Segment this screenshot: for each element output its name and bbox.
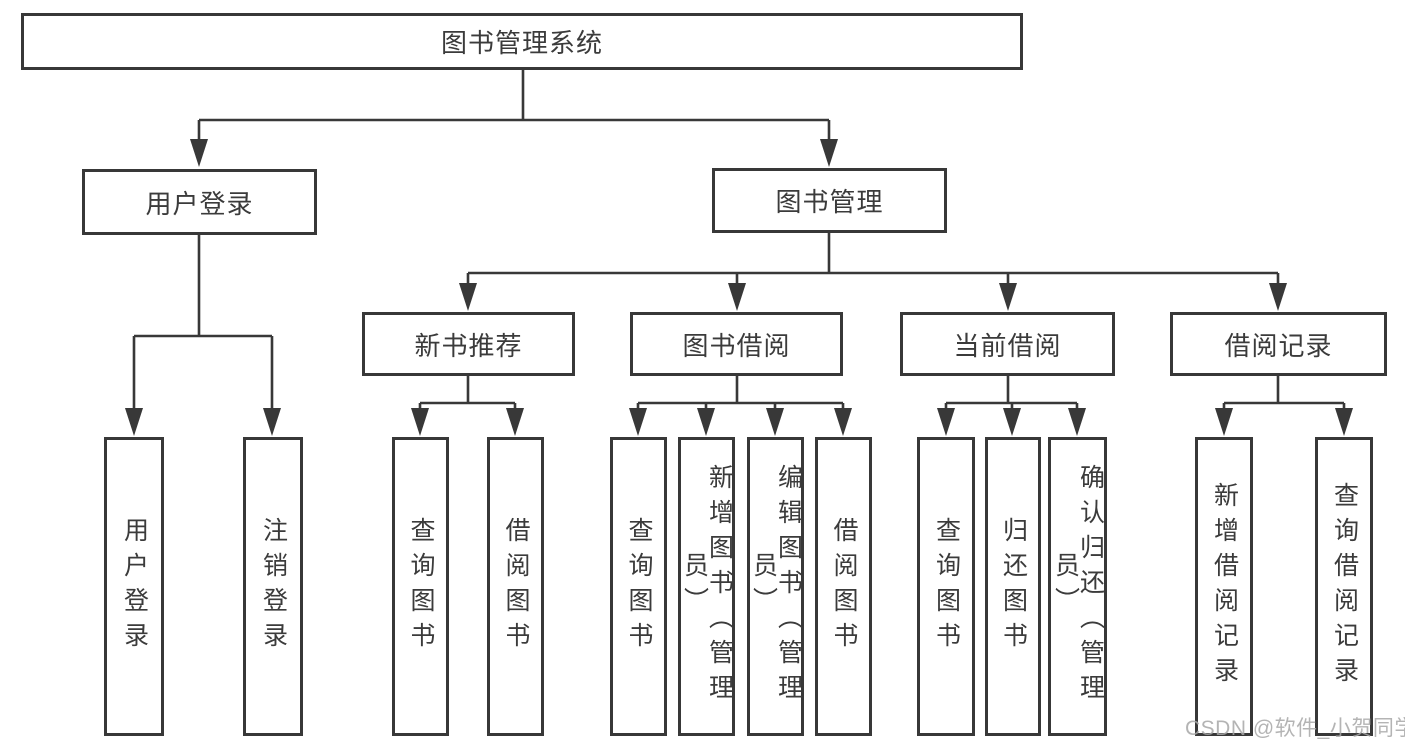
node-root-system: 图书管理系统 [21, 13, 1023, 70]
node-label: 查询图书 [625, 516, 653, 657]
connector-newbook-group [411, 376, 524, 436]
node-label: 确认归还（管理员） [1051, 464, 1105, 709]
node-label: 用户登录 [120, 516, 149, 657]
node-label: 借阅图书 [502, 516, 530, 657]
node-leaf-edit-books-admin: 编辑图书（管理员） [747, 437, 804, 736]
node-current-borrow: 当前借阅 [900, 312, 1115, 376]
node-label: 新增图书（管理员） [680, 464, 734, 709]
node-leaf-user-login: 用户登录 [104, 437, 164, 736]
node-leaf-query-books-3: 查询图书 [917, 437, 975, 736]
node-book-borrow: 图书借阅 [630, 312, 843, 376]
node-label: 编辑图书（管理员） [749, 464, 803, 709]
node-leaf-query-books-2: 查询图书 [610, 437, 667, 736]
node-leaf-add-borrow-record: 新增借阅记录 [1195, 437, 1253, 736]
connector-userlogin-group [125, 235, 281, 436]
node-leaf-query-books-1: 查询图书 [392, 437, 449, 736]
node-label: 查询图书 [407, 516, 435, 657]
node-leaf-return-books: 归还图书 [985, 437, 1041, 736]
node-label: 图书管理系统 [440, 28, 603, 58]
node-label: 图书借阅 [682, 330, 791, 361]
node-borrow-records: 借阅记录 [1170, 312, 1387, 376]
connector-bookborrow-group [629, 376, 852, 436]
node-leaf-borrow-books-1: 借阅图书 [487, 437, 544, 736]
node-book-management: 图书管理 [712, 168, 947, 233]
node-label: 归还图书 [999, 516, 1028, 657]
node-new-book-recommend: 新书推荐 [362, 312, 575, 376]
connector-currentborrow-group [937, 376, 1086, 436]
node-label: 查询借阅记录 [1330, 481, 1359, 692]
node-label: 当前借阅 [953, 330, 1062, 361]
connector-root-to-level2 [190, 70, 838, 167]
node-label: 借阅图书 [830, 516, 858, 657]
node-label: 用户登录 [145, 188, 254, 219]
node-label: 查询图书 [932, 516, 961, 657]
csdn-watermark: CSDN @软件_小贺同学 [1185, 717, 1405, 740]
node-label: 注销登录 [259, 516, 288, 657]
node-label: 新增借阅记录 [1210, 481, 1239, 692]
connector-bookmgmt-to-level3 [459, 233, 1287, 311]
node-leaf-borrow-books-2: 借阅图书 [815, 437, 872, 736]
node-user-login: 用户登录 [82, 169, 317, 235]
node-leaf-confirm-return-admin: 确认归还（管理员） [1048, 437, 1107, 736]
node-leaf-logout: 注销登录 [243, 437, 303, 736]
node-label: 借阅记录 [1224, 330, 1333, 361]
node-leaf-query-borrow-record: 查询借阅记录 [1315, 437, 1373, 736]
node-label: 图书管理 [775, 187, 884, 217]
connector-records-group [1215, 376, 1353, 436]
node-label: 新书推荐 [414, 330, 523, 361]
node-leaf-add-books-admin: 新增图书（管理员） [678, 437, 735, 736]
